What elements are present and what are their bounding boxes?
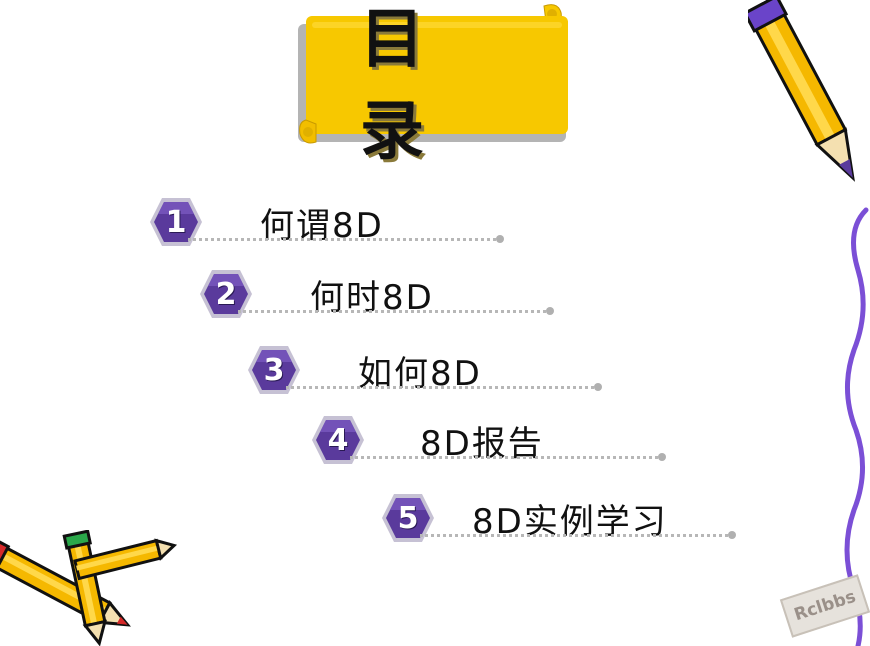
toc-number: 2 (215, 276, 237, 312)
title-scroll-banner-icon (298, 4, 568, 144)
toc-number: 4 (327, 422, 349, 458)
toc-item-1[interactable]: 1 何谓8D (148, 194, 510, 250)
page-title: 目录 (360, 2, 464, 169)
hexagon-badge-icon (200, 270, 252, 318)
toc-item-4[interactable]: 4 8D报告 (310, 412, 672, 468)
hexagon-badge-icon (382, 494, 434, 542)
dotted-divider (188, 238, 496, 241)
dotted-divider (238, 310, 546, 313)
toc-number: 1 (165, 204, 187, 240)
toc-item-3[interactable]: 3 如何8D (246, 342, 608, 398)
toc-number: 3 (263, 352, 285, 388)
dotted-divider (350, 456, 658, 459)
divider-end-dot (546, 307, 554, 315)
divider-end-dot (658, 453, 666, 461)
pencils-icon (0, 530, 178, 646)
dotted-divider (286, 386, 594, 389)
toc-item-5[interactable]: 5 8D实例学习 (380, 490, 742, 546)
hexagon-badge-icon (150, 198, 202, 246)
divider-end-dot (496, 235, 504, 243)
divider-end-dot (728, 531, 736, 539)
divider-end-dot (594, 383, 602, 391)
toc-item-2[interactable]: 2 何时8D (198, 266, 560, 322)
hexagon-badge-icon (248, 346, 300, 394)
dotted-divider (420, 534, 728, 537)
pencil-icon (748, 0, 855, 182)
toc-number: 5 (397, 500, 419, 536)
hexagon-badge-icon (312, 416, 364, 464)
